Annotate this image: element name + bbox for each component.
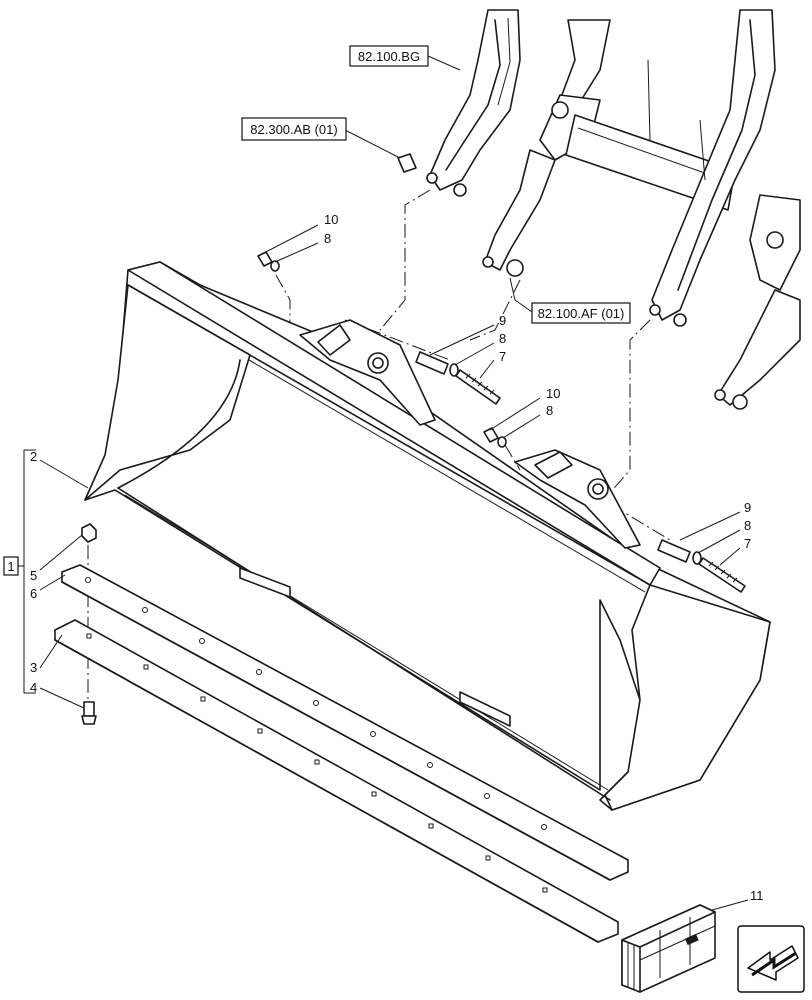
reference-label: 82.100.AF (01) <box>538 306 625 321</box>
reference-label: 82.300.AB (01) <box>250 122 337 137</box>
reference-82-100-af[interactable]: 82.100.AF (01) <box>531 302 631 324</box>
assembly-number: 1 <box>7 559 14 574</box>
cutting-edge-plates <box>54 564 629 943</box>
callout-8: 8 <box>744 518 751 533</box>
callout-9: 9 <box>499 313 506 328</box>
callout-6: 6 <box>30 586 37 601</box>
reference-82-300-ab[interactable]: 82.300.AB (01) <box>241 117 347 141</box>
crate-icon <box>621 904 716 993</box>
callout-2: 2 <box>30 449 37 464</box>
callout-5: 5 <box>30 568 37 583</box>
callout-8: 8 <box>499 331 506 346</box>
callout-10: 10 <box>324 212 338 227</box>
callout-4: 4 <box>30 680 37 695</box>
callout-10: 10 <box>546 386 560 401</box>
reference-label: 82.100.BG <box>358 49 420 64</box>
loader-arm-assembly <box>426 9 801 410</box>
callout-numbers: 10 8 9 8 7 10 8 9 8 7 2 5 6 3 4 11 <box>30 212 764 903</box>
hardware-parts <box>81 153 746 725</box>
callout-3: 3 <box>30 660 37 675</box>
leader-lines <box>18 55 749 911</box>
callout-7: 7 <box>744 536 751 551</box>
callout-8: 8 <box>324 231 331 246</box>
arrow-icon[interactable] <box>737 925 805 993</box>
bucket <box>84 261 771 811</box>
assembly-label[interactable]: 1 <box>3 556 19 576</box>
callout-11: 11 <box>750 888 764 903</box>
reference-82-100-bg[interactable]: 82.100.BG <box>349 45 429 67</box>
callout-7: 7 <box>499 349 506 364</box>
callout-9: 9 <box>744 500 751 515</box>
callout-8: 8 <box>546 403 553 418</box>
